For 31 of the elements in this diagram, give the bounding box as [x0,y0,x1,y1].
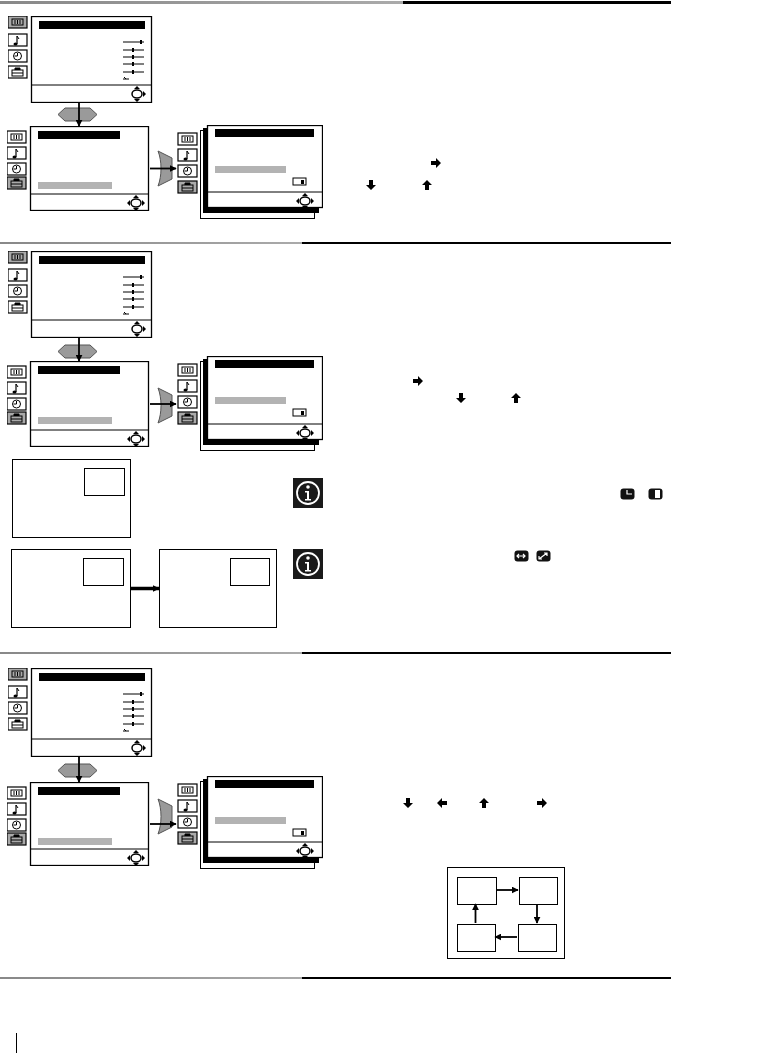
window-box [84,468,125,496]
screen-frame [12,459,131,538]
menu-screen-drawing [176,125,323,219]
window-box [457,877,497,905]
window-box [519,877,558,905]
window-box [518,924,557,952]
arrow [494,933,518,941]
window-box [83,558,124,586]
screen-frame [447,867,565,959]
menu-screen-drawing [7,361,150,447]
arrow [149,820,177,828]
menu-screen-drawing [8,251,153,338]
arrow [495,886,519,894]
arrow [533,903,541,924]
screen-frame [11,549,131,628]
menu-screen-drawing [8,16,153,103]
arrow [472,903,479,924]
arrow [149,400,177,408]
arrow [75,337,83,362]
screen-frame [159,549,277,628]
menu-screen-drawing [176,356,323,451]
window-box [230,558,270,586]
window-box [457,924,496,952]
arrow [75,756,83,783]
arrow [75,102,83,127]
menu-screen-drawing [8,668,153,757]
menu-screen-drawing [176,776,323,869]
arrow [149,165,177,172]
menu-screen-drawing [7,782,150,866]
menu-screen-drawing [7,126,150,211]
arrow [131,585,160,592]
